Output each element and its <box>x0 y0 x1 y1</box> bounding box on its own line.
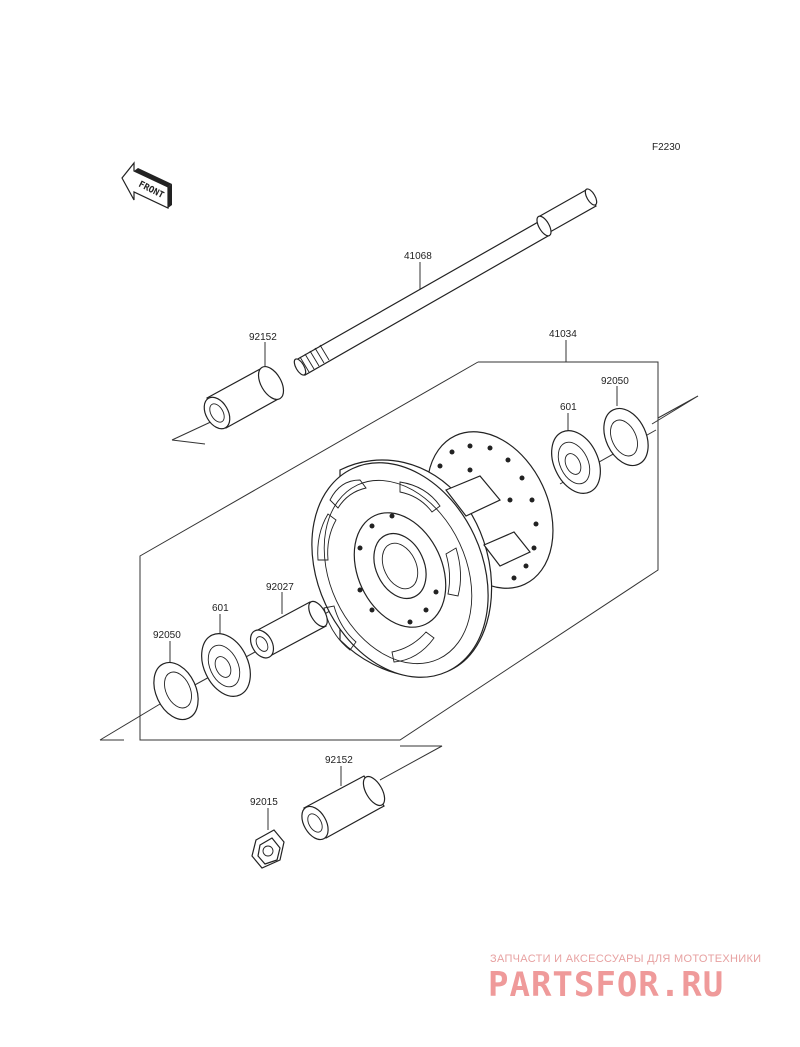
spacer-92027: 92027 <box>249 582 328 659</box>
seal-left-92050: 92050 <box>153 630 199 721</box>
watermark-subtitle: ЗАПЧАСТИ И АКСЕССУАРЫ ДЛЯ МОТОТЕХНИКИ <box>490 953 761 965</box>
bearing-right-601: 601 <box>551 402 601 494</box>
label-spacer: 92027 <box>266 582 294 593</box>
label-bearing-left: 601 <box>212 603 229 614</box>
label-hub: 41034 <box>549 329 577 340</box>
front-arrow-icon: FRONT <box>121 161 172 209</box>
label-collar-bottom: 92152 <box>325 755 353 766</box>
label-bearing-right: 601 <box>560 402 577 413</box>
watermark: ЗАПЧАСТИ И АКСЕССУАРЫ ДЛЯ МОТОТЕХНИКИ PA… <box>488 953 761 1005</box>
nut-92015: 92015 <box>250 797 285 869</box>
label-collar-top: 92152 <box>249 332 277 343</box>
label-axle: 41068 <box>404 251 432 262</box>
bearing-left-601: 601 <box>201 603 251 697</box>
collar-bottom-92152: 92152 <box>301 745 443 841</box>
label-nut: 92015 <box>250 797 278 808</box>
diagram-code: F2230 <box>652 142 681 153</box>
axle-41068: 41068 <box>293 188 598 376</box>
label-seal-right: 92050 <box>601 376 629 387</box>
watermark-brand: PARTSFOR.RU <box>488 965 724 1005</box>
label-seal-left: 92050 <box>153 630 181 641</box>
collar-top-92152: 92152 <box>171 332 285 445</box>
seal-right-92050: 92050 <box>601 376 649 467</box>
wheel-hub <box>311 431 554 678</box>
